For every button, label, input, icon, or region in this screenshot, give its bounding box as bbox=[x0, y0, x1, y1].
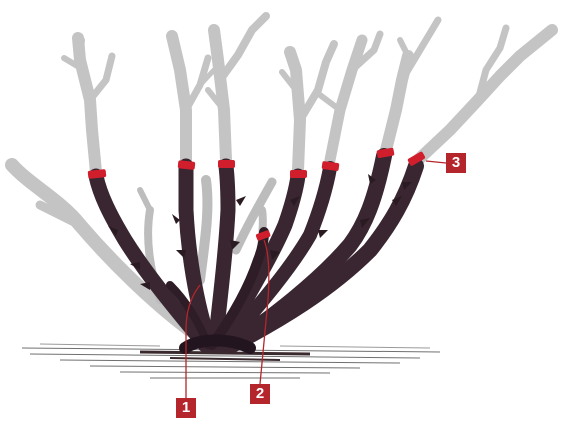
lower-canes bbox=[96, 156, 416, 348]
callout-3: 3 bbox=[446, 153, 466, 173]
cut-band-3 bbox=[218, 160, 235, 168]
leader-line-3 bbox=[426, 161, 446, 163]
callout-2: 2 bbox=[250, 384, 270, 404]
cut-band-4 bbox=[290, 170, 307, 178]
callout-1: 1 bbox=[176, 398, 196, 418]
